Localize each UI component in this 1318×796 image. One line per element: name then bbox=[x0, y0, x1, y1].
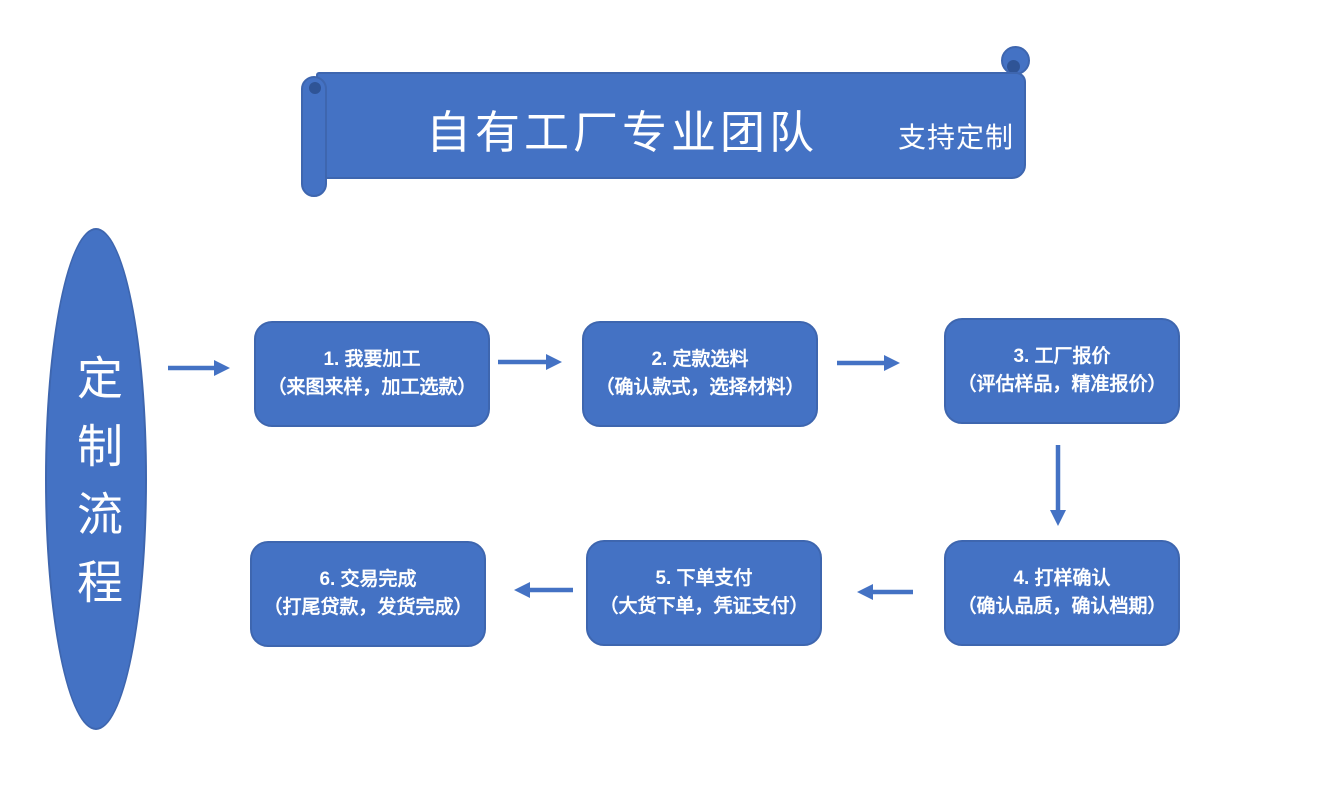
step-5-title: 5. 下单支付 bbox=[655, 568, 753, 590]
step-5-subtitle: （大货下单，凭证支付） bbox=[599, 596, 809, 617]
banner-body bbox=[316, 72, 1026, 179]
step-2-subtitle: （确认款式，选择材料） bbox=[595, 377, 805, 398]
step-2-title: 2. 定款选料 bbox=[651, 349, 749, 371]
step-box-1: 1. 我要加工 （来图来样，加工选款） bbox=[254, 321, 490, 427]
step-box-4: 4. 打样确认 （确认品质，确认档期） bbox=[944, 540, 1180, 646]
step-box-6: 6. 交易完成 （打尾贷款，发货完成） bbox=[250, 541, 486, 647]
banner-left-curl-shadow bbox=[309, 82, 321, 94]
banner-left-roll bbox=[301, 76, 327, 197]
step-4-title: 4. 打样确认 bbox=[1013, 568, 1111, 590]
banner-right-curl bbox=[1001, 46, 1030, 75]
step-6-subtitle: （打尾贷款，发货完成） bbox=[263, 597, 473, 618]
step-1-subtitle: （来图来样，加工选款） bbox=[267, 377, 477, 398]
step-3-title: 3. 工厂报价 bbox=[1013, 346, 1111, 368]
step-box-2: 2. 定款选料 （确认款式，选择材料） bbox=[582, 321, 818, 427]
process-label-ellipse: 定制流程 bbox=[45, 228, 147, 730]
banner-title: 自有工厂专业团队 bbox=[425, 108, 818, 158]
banner-right-curl-shadow bbox=[1007, 60, 1020, 73]
process-label: 定制流程 bbox=[71, 354, 122, 626]
step-box-5: 5. 下单支付 （大货下单，凭证支付） bbox=[586, 540, 822, 646]
step-box-3: 3. 工厂报价 （评估样品，精准报价） bbox=[944, 318, 1180, 424]
step-6-title: 6. 交易完成 bbox=[319, 569, 417, 591]
step-1-title: 1. 我要加工 bbox=[323, 349, 421, 371]
step-3-subtitle: （评估样品，精准报价） bbox=[957, 374, 1167, 395]
step-4-subtitle: （确认品质，确认档期） bbox=[957, 596, 1167, 617]
banner-badge: 支持定制 bbox=[898, 123, 1015, 154]
